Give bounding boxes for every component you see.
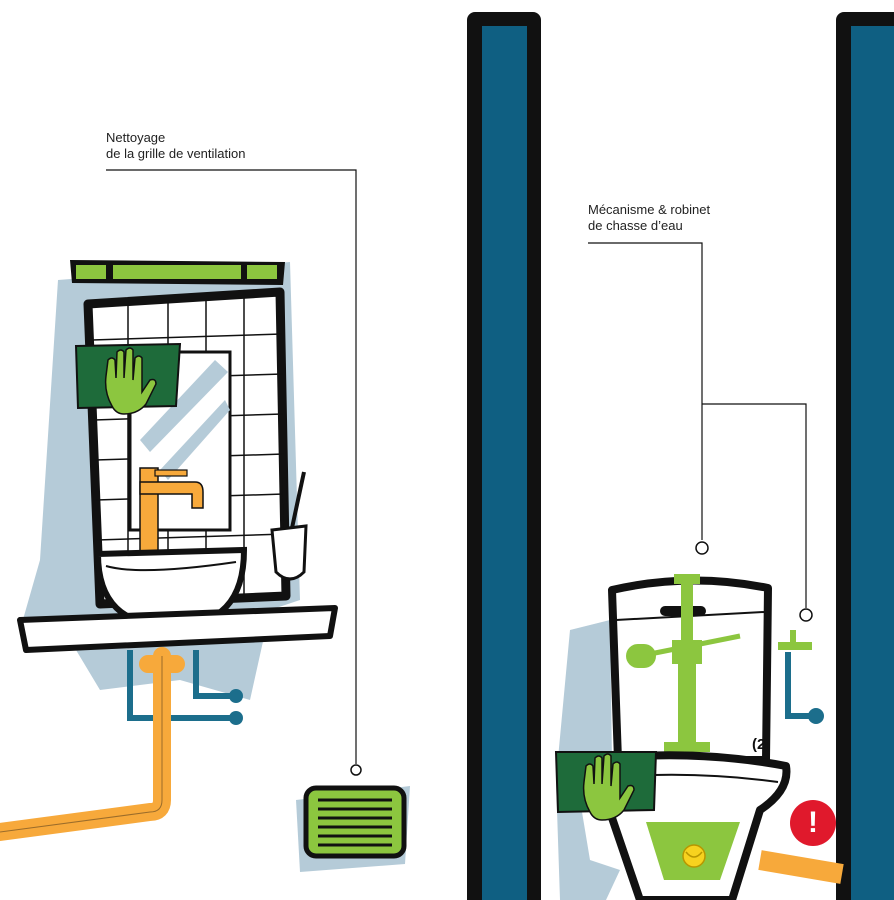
label-flush-mechanism: Mécanisme & robinet de chasse d’eau [588,202,710,234]
callout-flush [588,242,813,622]
floor-vent-grille [296,785,410,872]
label-ventilation-grille: Nettoyage de la grille de ventilation [106,130,245,162]
counter-shelf [17,605,338,653]
label-flush-line1: Mécanisme & robinet [588,202,711,217]
cleaning-cloth-right [554,751,658,821]
faucet [139,467,204,553]
label-flush-line2: de chasse d’eau [588,218,683,233]
cleaning-cloth-left [74,342,182,415]
cleaning-tablet-icon [682,844,706,868]
warning-icon: ! [808,806,818,839]
mirror-vent-grille [70,260,285,285]
flush-mechanism [626,574,741,752]
stop-valve [778,630,824,724]
callout-ventilation [106,169,362,776]
step-badge: (2) [752,736,771,753]
label-ventilation-line1: Nettoyage [106,130,166,145]
drain-pipe [758,850,844,884]
warning-badge [790,800,836,846]
hand-icon-2 [582,753,635,821]
wall-pillar-right [836,12,894,900]
label-ventilation-line2: de la grille de ventilation [106,146,246,161]
wall-pillar-left [467,12,541,900]
toothbrush-cup [270,471,308,581]
hand-icon [104,347,157,415]
sink-pipes [0,647,243,841]
